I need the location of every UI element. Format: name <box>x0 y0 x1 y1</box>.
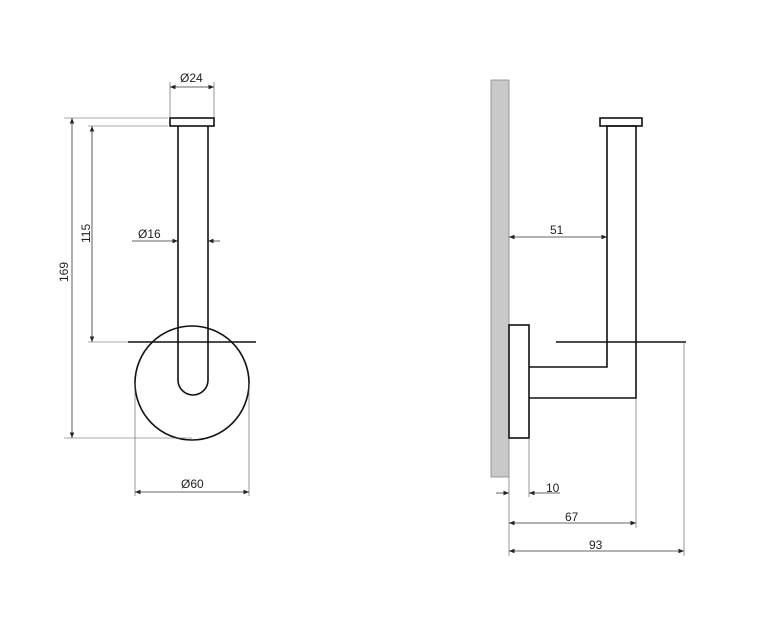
dim-arm-depth: 67 <box>565 510 579 524</box>
front-view: Ø24 169 115 Ø16 Ø60 <box>57 71 256 496</box>
base-rosette <box>134 325 250 441</box>
dim-total-depth: 93 <box>589 538 603 552</box>
dim-top-diameter: Ø24 <box>180 71 203 85</box>
dim-base-diameter: Ø60 <box>181 477 204 491</box>
dim-base-depth: 10 <box>546 481 560 495</box>
holder-arm <box>529 125 637 399</box>
vertical-rod <box>177 126 209 396</box>
wall <box>490 79 510 478</box>
base-plate <box>508 324 530 439</box>
dim-height-inner: 115 <box>79 224 93 243</box>
dim-projection-inner: 51 <box>550 223 564 237</box>
dim-rod-diameter: Ø16 <box>138 227 161 241</box>
top-cap <box>169 117 215 127</box>
dim-height-total: 169 <box>57 262 71 282</box>
side-top-cap <box>599 117 643 127</box>
side-view: 51 10 67 93 <box>490 79 686 556</box>
